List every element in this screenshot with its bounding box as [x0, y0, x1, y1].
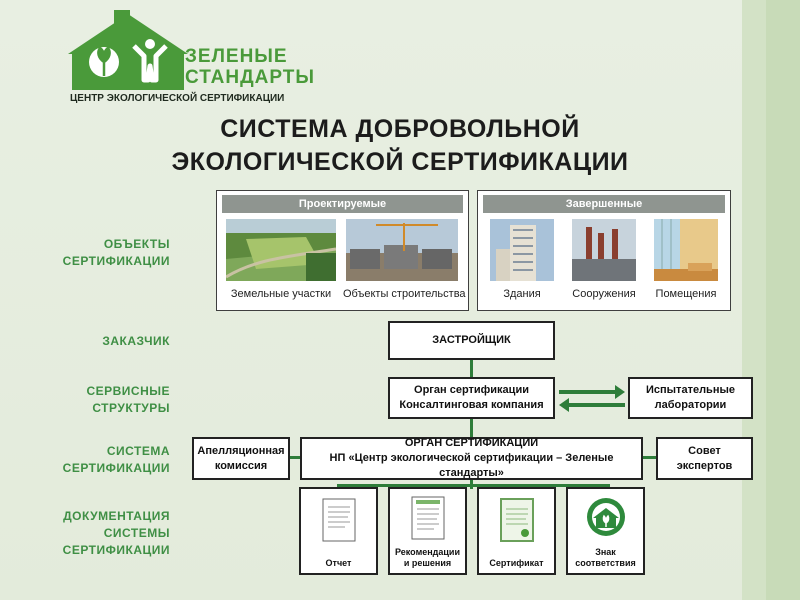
- connector-line: [426, 484, 429, 489]
- caption-rooms: Помещения: [655, 288, 717, 300]
- house-logo-icon: [68, 10, 188, 90]
- group-header: Проектируемые: [222, 195, 463, 213]
- developer-box: ЗАСТРОЙЩИК: [388, 321, 555, 360]
- document-icon: [322, 498, 356, 542]
- caption-structures: Сооружения: [572, 288, 636, 300]
- building-photo: [490, 219, 554, 281]
- document-icon: [411, 496, 445, 540]
- doc-report: Отчет: [299, 487, 378, 575]
- decorative-stripe: [766, 0, 800, 600]
- exchange-arrows-icon: [559, 385, 625, 412]
- connector-line: [290, 456, 300, 459]
- decorative-stripe: [742, 0, 766, 600]
- caption-land-plots: Земельные участки: [230, 288, 332, 300]
- room-photo: [654, 219, 718, 281]
- connector-line: [470, 418, 473, 438]
- caption-buildings: Здания: [503, 288, 541, 300]
- logo-name: ЗЕЛЕНЫЕ СТАНДАРТЫ: [185, 46, 315, 88]
- doc-label: Отчет: [325, 558, 352, 568]
- conformity-mark-icon: [587, 498, 625, 536]
- connector-line: [605, 484, 608, 489]
- connector-line: [470, 359, 473, 379]
- doc-certificate: Сертификат: [477, 487, 556, 575]
- logo: [64, 10, 314, 110]
- certificate-icon: [500, 498, 534, 542]
- group-completed: Завершенные Здания Сооружения Помещения: [477, 190, 731, 311]
- connector-line: [643, 456, 656, 459]
- doc-label: Сертификат: [489, 558, 544, 568]
- label-customer: ЗАКАЗЧИК: [102, 334, 170, 348]
- structure-photo: [572, 219, 636, 281]
- group-designed: Проектируемые Земельные участки Объекты …: [216, 190, 469, 311]
- logo-subtitle: ЦЕНТР ЭКОЛОГИЧЕСКОЙ СЕРТИФИКАЦИИ: [70, 93, 285, 104]
- caption-construction-objects: Объекты строительства: [343, 288, 466, 300]
- connector-line: [337, 484, 340, 489]
- construction-site-photo: [346, 219, 458, 281]
- group-header: Завершенные: [483, 195, 725, 213]
- land-plot-photo: [226, 219, 336, 281]
- connector-line: [337, 484, 610, 487]
- connector-line: [515, 484, 518, 489]
- page-title: СИСТЕМА ДОБРОВОЛЬНОЙ ЭКОЛОГИЧЕСКОЙ СЕРТИ…: [171, 115, 629, 176]
